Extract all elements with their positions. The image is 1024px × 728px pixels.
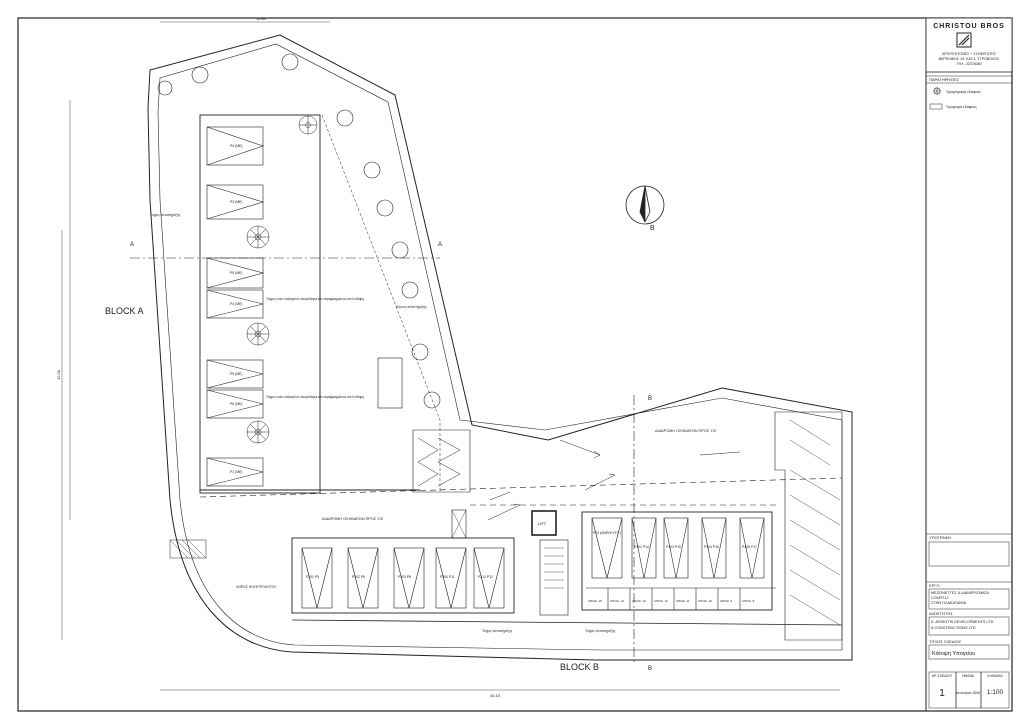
svg-text:Ρ202 P6: Ρ202 P6 xyxy=(352,575,365,579)
svg-text:Ρ105 Ρ17: Ρ105 Ρ17 xyxy=(742,545,757,549)
block-b-label: BLOCK B xyxy=(560,662,599,672)
svg-text:A: A xyxy=(438,242,442,248)
block-a-label: BLOCK A xyxy=(105,306,144,316)
spiral-stairs xyxy=(246,115,318,444)
svg-text:ΑΠΟΘ. 8: ΑΠΟΘ. 8 xyxy=(742,599,755,603)
svg-text:& CONSTRUCTIONS LTD: & CONSTRUCTIONS LTD xyxy=(931,626,976,630)
parking-bays-b xyxy=(301,547,505,609)
svg-text:P13 (ΑΝΕΛΚΥΣΤ.): P13 (ΑΝΕΛΚΥΣΤ.) xyxy=(593,531,621,535)
svg-text:ΜΕΖΟΝΕΤΤΕΣ & ΔΙΑΜΕΡΙΣΜΑΤΑ: ΜΕΖΟΝΕΤΤΕΣ & ΔΙΑΜΕΡΙΣΜΑΤΑ xyxy=(931,591,989,595)
drawing-header: ΤΙΤΛΟΣ ΣΧΕΔΙΟΥ xyxy=(929,639,962,644)
parking-bays-c xyxy=(591,517,765,579)
svg-text:Ρ103 Ρ15: Ρ103 Ρ15 xyxy=(666,545,681,549)
svg-text:P3 (ΜΕ): P3 (ΜΕ) xyxy=(230,200,242,204)
svg-text:Ρ203 P8: Ρ203 P8 xyxy=(398,575,411,579)
lift-shaft xyxy=(531,510,557,536)
svg-text:Τοίχος Αντιστήριξης: Τοίχος Αντιστήριξης xyxy=(585,629,616,633)
svg-text:ΑΠΟΘ. 9: ΑΠΟΘ. 9 xyxy=(720,599,733,603)
svg-text:P1 (ΜΕ): P1 (ΜΕ) xyxy=(230,470,242,474)
svg-text:ΒΕΡΕΝΙΚΗΣ 15, ΚΑΤ.3, ΣΤΡΟΒΟΛΟΣ: ΒΕΡΕΝΙΚΗΣ 15, ΚΑΤ.3, ΣΤΡΟΒΟΛΟΣ xyxy=(939,57,1001,61)
svg-text:Ρ201 P5: Ρ201 P5 xyxy=(306,575,319,579)
svg-text:K. ARISOTIS DEVELOPMENTS LTD: K. ARISOTIS DEVELOPMENTS LTD xyxy=(931,620,994,624)
project-header: ΕΡΓΟ xyxy=(929,583,940,588)
svg-text:46.10: 46.10 xyxy=(490,693,501,698)
notes-header: ΠΑΡΑΤΗΡΗΣΕΙΣ xyxy=(929,77,959,82)
svg-text:A: A xyxy=(130,242,134,248)
svg-text:Τοίχος Αντιστήριξης: Τοίχος Αντιστήριξης xyxy=(482,629,513,633)
title-block: CHRISTOU BROS ΑΡΧΙΤΕΚΤΟΝΕΣ + ΣΥΝΕΡΓΑΤΕΣ … xyxy=(925,17,1013,709)
legend-spot-level: Υψομέτρηση εδάφους xyxy=(946,90,981,94)
svg-text:ΑΠΟΘ. 14: ΑΠΟΘ. 14 xyxy=(610,599,624,603)
svg-text:ΣΤΗΝ ΠΛΑΚΑΤΑΜΙΑ: ΣΤΗΝ ΠΛΑΚΑΤΑΜΙΑ xyxy=(931,601,967,605)
svg-text:B: B xyxy=(648,396,652,402)
scale-value: 1:100 xyxy=(987,689,1004,696)
svg-text:B: B xyxy=(648,666,652,672)
svg-text:ΧΩΡΟΣ ΗΛΕΚΤΡΟΛΟΓΟΥ: ΧΩΡΟΣ ΗΛΕΚΤΡΟΛΟΓΟΥ xyxy=(236,585,277,589)
svg-text:ΑΠΟΘ. 15: ΑΠΟΘ. 15 xyxy=(588,599,602,603)
svg-text:ΑΠΟΘ. 11: ΑΠΟΘ. 11 xyxy=(676,599,690,603)
svg-text:ΑΠΟΘ. 13: ΑΠΟΘ. 13 xyxy=(632,599,646,603)
svg-text:Ρ101 Ρ14: Ρ101 Ρ14 xyxy=(634,545,649,549)
svg-text:ΚΛΙΜΑΚΑ: ΚΛΙΜΑΚΑ xyxy=(987,674,1003,678)
svg-text:P5 (ΜΕ): P5 (ΜΕ) xyxy=(230,271,242,275)
svg-text:ΑΠΟΘ. 12: ΑΠΟΘ. 12 xyxy=(654,599,668,603)
svg-text:Ρ212 P12: Ρ212 P12 xyxy=(478,575,493,579)
svg-text:P6 (ΜΕ): P6 (ΜΕ) xyxy=(230,402,242,406)
north-arrow-icon xyxy=(625,185,665,225)
lift-label: LIFT xyxy=(538,521,547,526)
svg-text:ΤΗΛ. 22376080: ΤΗΛ. 22376080 xyxy=(956,62,981,66)
drawing-title: Κάτοψη Υπογείου xyxy=(932,650,975,657)
svg-text:ΑΠΟΘ. 10: ΑΠΟΘ. 10 xyxy=(698,599,712,603)
svg-text:ΑΡΧΙΤΕΚΤΟΝΕΣ + ΣΥΝΕΡΓΑΤΕΣ: ΑΡΧΙΤΕΚΤΟΝΕΣ + ΣΥΝΕΡΓΑΤΕΣ xyxy=(942,52,997,56)
svg-text:Ρ104 Ρ16: Ρ104 Ρ16 xyxy=(704,545,719,549)
storage-rooms xyxy=(586,587,776,610)
svg-text:Κήπος αντιστήριξης: Κήπος αντιστήριξης xyxy=(396,305,427,309)
signature-header: ΥΠΟΓΡΑΦΗ xyxy=(929,535,951,540)
svg-text:10.80: 10.80 xyxy=(256,16,267,21)
svg-text:P4 (ΜΕ): P4 (ΜΕ) xyxy=(230,302,242,306)
sheet-border xyxy=(17,17,1013,712)
svg-text:COURT12: COURT12 xyxy=(931,596,949,600)
svg-text:ΗΜ/ΝΙΑ: ΗΜ/ΝΙΑ xyxy=(962,674,975,678)
svg-text:Ιανουάριος 2008: Ιανουάριος 2008 xyxy=(956,691,980,695)
north-label: B xyxy=(650,225,655,232)
svg-text:12.00: 12.00 xyxy=(56,369,61,380)
svg-text:P5 (ΜΕ): P5 (ΜΕ) xyxy=(230,372,242,376)
tree-row xyxy=(157,53,441,409)
svg-text:ΑΡ. ΣΧΕΔΙΟΥ: ΑΡ. ΣΧΕΔΙΟΥ xyxy=(932,674,953,678)
legend-ground-level: Υψόμετρα εδάφους xyxy=(946,105,977,109)
svg-text:Τοίχος Αντιστήριξης: Τοίχος Αντιστήριξης xyxy=(150,213,181,217)
svg-text:P4 (ΜΕ): P4 (ΜΕ) xyxy=(230,144,242,148)
ramp-label-mid: ΔΙΑΔΡΟΜΗ ΟΧΗΜΑΤΩΝ ΠΡΟΣ Υ/Ζ xyxy=(322,517,384,521)
svg-text:Τοίχος από οπλισμένο σκυρόδεμα: Τοίχος από οπλισμένο σκυρόδεμα και περιφ… xyxy=(266,297,364,301)
parking-bays-a xyxy=(206,126,265,487)
title-block-frame xyxy=(925,17,1013,712)
owner-header: ΙΔΙΟΚΤΗΤΗΣ xyxy=(929,611,953,616)
svg-text:Τοίχος από οπλισμένο σκυρόδεμα: Τοίχος από οπλισμένο σκυρόδεμα και περιφ… xyxy=(266,395,364,399)
sheet-number: 1 xyxy=(939,688,945,699)
svg-text:Ρ204 P11: Ρ204 P11 xyxy=(440,575,455,579)
ramp-label-top: ΔΙΑΔΡΟΜΗ ΟΧΗΜΑΤΩΝ ΠΡΟΣ Υ/Ζ xyxy=(655,429,717,433)
company-name: CHRISTOU BROS xyxy=(933,23,1005,30)
plan-drawing xyxy=(61,21,853,691)
